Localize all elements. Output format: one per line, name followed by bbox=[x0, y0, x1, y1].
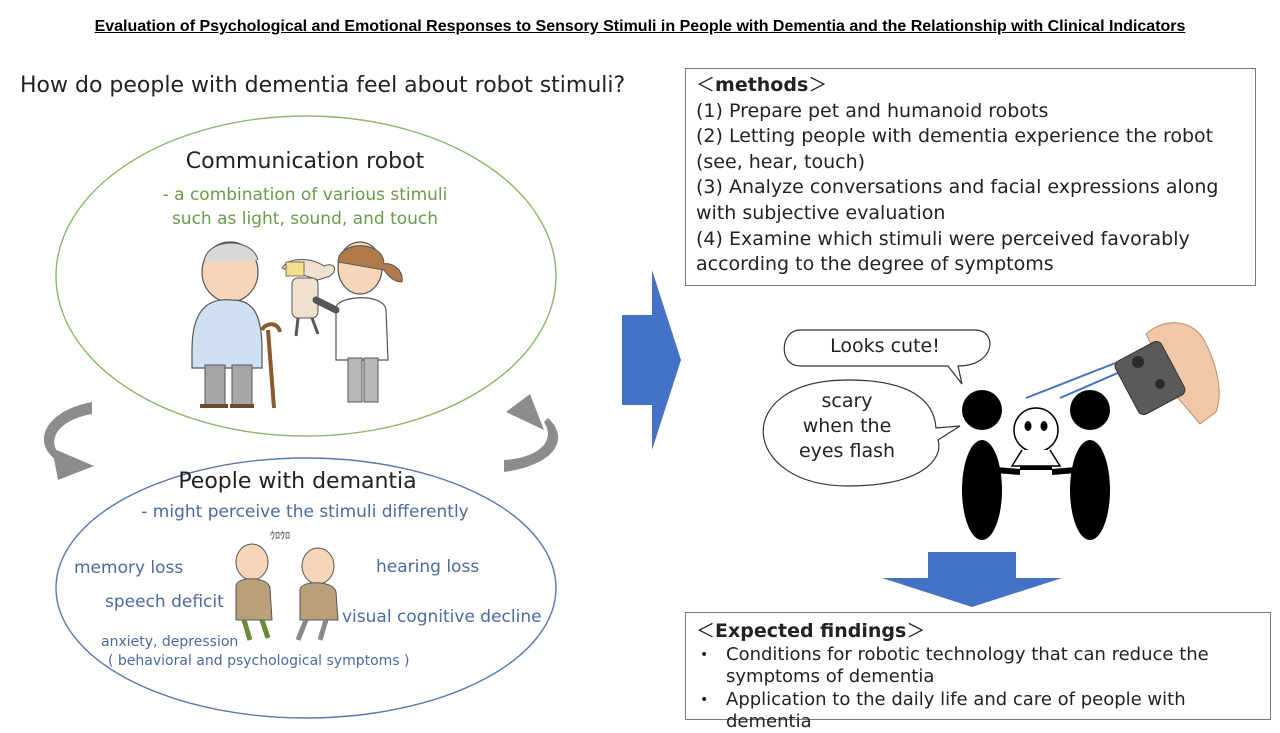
scary-line-3: eyes flash bbox=[798, 440, 896, 462]
cute-bubble-shape bbox=[783, 329, 991, 385]
findings-box: ＜Expected findings＞ Conditions for robot… bbox=[685, 612, 1271, 732]
dementia-section-title: People with demantia bbox=[178, 469, 417, 494]
dementia-people-illustration bbox=[235, 543, 339, 641]
scary-line-2: when the bbox=[802, 415, 892, 437]
elderly-robot-illustration bbox=[191, 241, 403, 409]
research-question: How do people with dementia feel about r… bbox=[20, 73, 626, 98]
method-step-4-cont: according to the degree of symptoms bbox=[696, 253, 1054, 276]
methods-box: ＜methods＞ (1) Prepare pet and humanoid r… bbox=[685, 68, 1256, 286]
method-step-3-cont: with subjective evaluation bbox=[696, 201, 946, 224]
cycle-arrow-right bbox=[504, 394, 559, 472]
scary-line-1: scary bbox=[821, 390, 873, 412]
page-title: Evaluation of Psychological and Emotiona… bbox=[94, 18, 1186, 35]
symptom-anxiety: anxiety, depression bbox=[101, 634, 239, 650]
symptom-bpsd: ( behavioral and psychological symptoms … bbox=[108, 653, 410, 669]
symptom-speech-deficit: speech deficit bbox=[105, 592, 224, 612]
dementia-section-desc: - might perceive the stimuli differently bbox=[141, 502, 469, 522]
finding-item-2: Application to the daily life and care o… bbox=[700, 689, 1260, 733]
symptom-visual-decline: visual cognitive decline bbox=[342, 607, 542, 627]
robot-section-title: Communication robot bbox=[185, 149, 425, 174]
scary-bubble-text: scary when the eyes flash bbox=[772, 389, 922, 464]
method-step-3: (3) Analyze conversations and facial exp… bbox=[696, 176, 1219, 199]
cute-bubble-text: Looks cute! bbox=[830, 335, 940, 357]
methods-header: ＜methods＞ bbox=[696, 74, 828, 96]
symptom-memory-loss: memory loss bbox=[74, 558, 184, 578]
method-step-4: (4) Examine which stimuli were perceived… bbox=[696, 227, 1190, 250]
method-step-2: (2) Letting people with dementia experie… bbox=[696, 125, 1214, 148]
symptom-hearing-loss: hearing loss bbox=[376, 557, 480, 577]
robot-desc-line2: such as light, sound, and touch bbox=[171, 209, 439, 229]
method-step-2-cont: (see, hear, touch) bbox=[696, 150, 866, 173]
finding-item-1: Conditions for robotic technology that c… bbox=[700, 644, 1260, 688]
robot-desc-line1: - a combination of various stimuli bbox=[162, 185, 448, 205]
robot-ellipse bbox=[55, 115, 557, 437]
findings-list: Conditions for robotic technology that c… bbox=[696, 644, 1260, 733]
findings-header: ＜Expected findings＞ bbox=[696, 620, 926, 642]
method-step-1: (1) Prepare pet and humanoid robots bbox=[696, 99, 1049, 122]
figures-with-robot-illustration bbox=[962, 361, 1121, 540]
down-arrow bbox=[882, 552, 1062, 607]
big-right-arrow bbox=[622, 270, 681, 450]
dementia-ellipse bbox=[55, 457, 557, 719]
wandering-sound-effect: ｳﾛｳﾛ bbox=[270, 531, 290, 542]
hand-device-photo bbox=[1114, 322, 1220, 425]
cycle-arrow-left bbox=[43, 402, 94, 480]
robot-section-desc: - a combination of various stimuli such … bbox=[130, 183, 480, 231]
scary-bubble-shape bbox=[762, 379, 961, 487]
